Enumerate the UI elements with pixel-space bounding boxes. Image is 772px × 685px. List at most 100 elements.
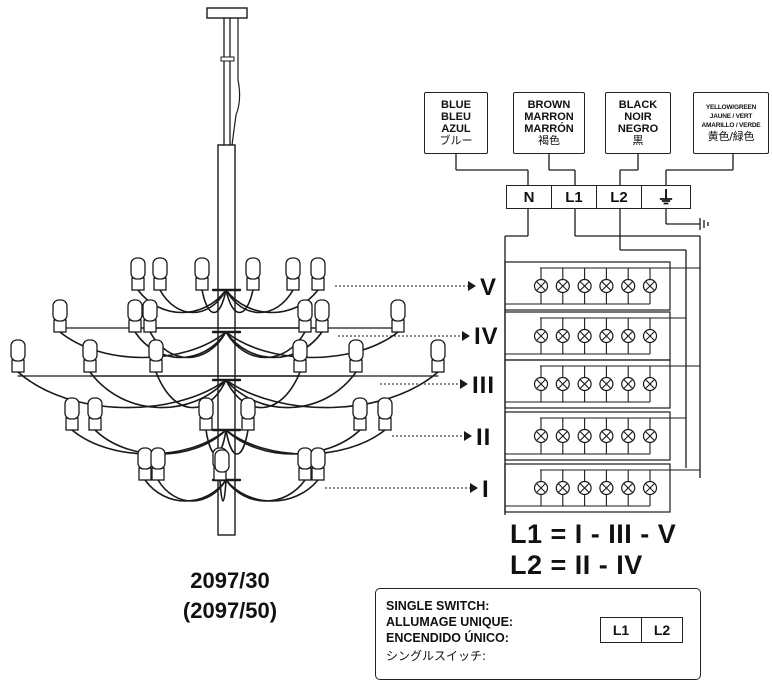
bulb-socket [199,417,213,431]
bulb [310,257,326,280]
bulb-socket [431,359,445,373]
bulb [52,299,68,322]
bulb [352,397,368,420]
chandelier-arm [59,331,227,359]
bulb-socket [311,277,325,291]
bulb [10,339,26,362]
switch-terminal-l2: L2 [641,617,683,643]
tier-circuit-box [504,411,671,461]
wire-color-line: BLEU [441,111,471,123]
bulb-socket [246,277,260,291]
wire-color-line: NEGRO [617,123,659,135]
chandelier-arm [225,429,249,455]
chandelier-arm [225,331,399,359]
chandelier-arm [219,479,227,502]
wire-color-line: BLUE [441,99,471,111]
wire-color-line: YELLOW/GREEN [705,104,757,111]
pointer-arrowhead [464,431,472,441]
chandelier-arm [225,371,357,409]
terminal-n: N [506,185,552,209]
tier-label-iii: III [472,372,496,399]
bulb [240,397,256,420]
wire-color-line: 褐色 [538,134,560,147]
wire-color-line: 黄色/緑色 [707,130,755,143]
bulb-socket [293,359,307,373]
bulb [137,447,153,470]
formula-l1: L1 = I - III - V [510,519,677,549]
bulb [214,449,230,473]
bulb-socket [83,359,97,373]
wire-color-line: NOIR [624,111,652,123]
tier-label-i: I [482,476,490,503]
formula-l2: L2 = II - IV [510,550,643,580]
wire-color-line: AZUL [441,123,471,135]
terminal-earth-icon: ⏚ [641,185,691,209]
wire-color-brown: BROWN MARRON MARRÓN 褐色 [513,92,585,154]
bulb [198,397,214,420]
chandelier-arm [225,371,439,409]
chandelier-arm [225,289,254,314]
ceiling-canopy [206,7,248,19]
wire-color-line: JAUNE / VERT [709,113,753,120]
bulb-socket [298,467,312,481]
bulb [377,397,393,420]
chandelier-arm [17,371,227,409]
chandelier-arm [155,371,227,409]
bulb-socket [88,417,102,431]
model-number-alternate: (2097/50) [182,598,278,623]
bulb [297,447,313,470]
bulb [245,257,261,280]
bulb [152,257,168,280]
bulb-socket [143,319,157,333]
chandelier-arm [225,331,323,359]
bulb [430,339,446,362]
tier-label-iv: IV [474,323,499,350]
bulb-socket [53,319,67,333]
bulb-socket [153,277,167,291]
chandelier-arm [89,371,227,409]
switch-label-line: シングルスイッチ: [386,649,487,663]
chandelier-illustration [10,7,446,536]
switch-label-line: SINGLE SWITCH: [386,599,490,613]
bulb [194,257,210,280]
chandelier-arm [225,479,319,502]
bulb [314,299,330,322]
single-switch-box: SINGLE SWITCH: ALLUMAGE UNIQUE: ENCENDID… [375,588,701,680]
chandelier-arm [201,289,227,314]
wire-color-line: 黒 [632,134,644,147]
bulb-socket [391,319,405,333]
bulb [82,339,98,362]
bulb-socket [131,277,145,291]
bulb-socket [195,277,209,291]
switch-label-line: ENCENDIDO ÚNICO: [386,631,509,645]
bulb-socket [315,319,329,333]
bulb [285,257,301,280]
chandelier-arm [137,289,227,314]
wiring-schematic [455,154,734,515]
bulb-socket [149,359,163,373]
bulb [142,299,158,322]
pointer-arrowhead [468,281,476,291]
wire-color-line: MARRON [524,111,574,123]
wire-color-black: BLACK NOIR NEGRO 黒 [605,92,671,154]
chandelier-arm [225,371,301,409]
chandelier-arm [225,289,294,314]
bulb-socket [286,277,300,291]
wire-color-blue: BLUE BLEU AZUL ブルー [424,92,488,154]
bulb-socket [311,467,325,481]
bulb [87,397,103,420]
wire-color-line: BROWN [527,99,571,111]
bulb [292,339,308,362]
bulb-socket [353,417,367,431]
chandelier-arm [225,289,319,314]
pointer-arrowhead [470,483,478,493]
wire-color-line: AMARILLO / VERDE [701,122,761,129]
wire-color-yellow-green: YELLOW/GREEN JAUNE / VERT AMARILLO / VER… [693,92,769,154]
bulb-socket [378,417,392,431]
bulb [150,447,166,470]
terminal-l2: L2 [596,185,642,209]
bulb-socket [151,467,165,481]
switch-terminal-l1: L1 [600,617,642,643]
pointer-arrowhead [460,379,468,389]
